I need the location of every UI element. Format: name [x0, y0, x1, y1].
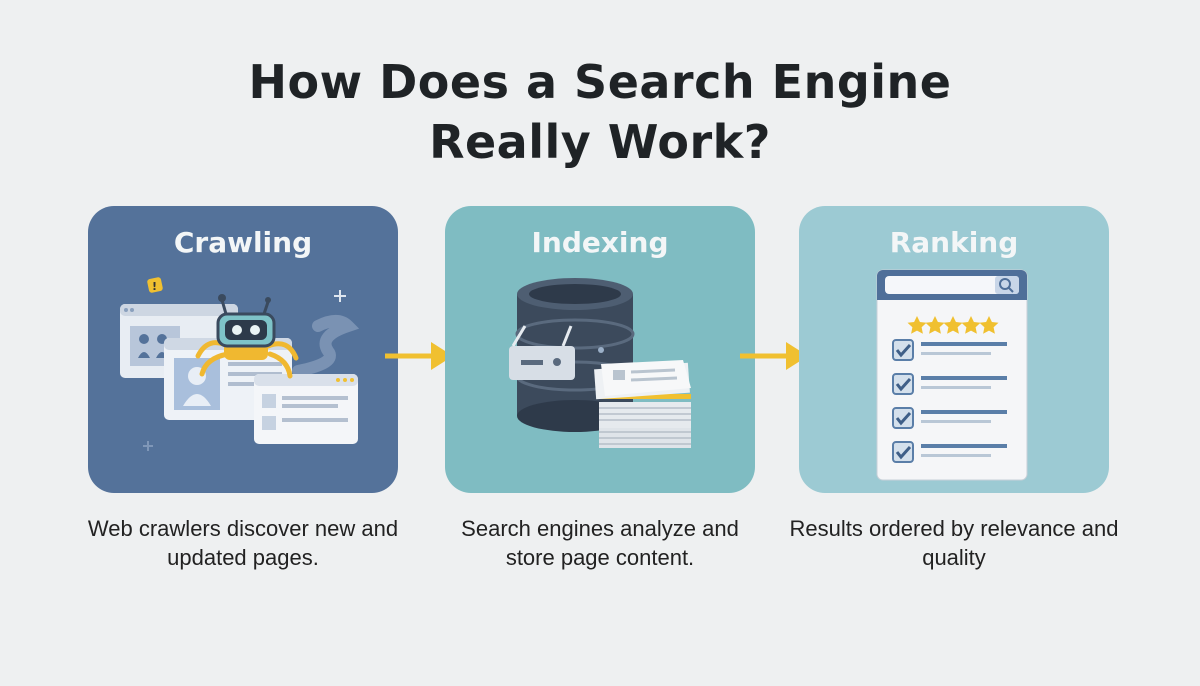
title-line-1: How Does a Search Engine: [248, 55, 952, 109]
ranking-card: Ranking: [799, 206, 1109, 493]
crawling-card: !: [88, 206, 398, 493]
database-icon: [509, 278, 691, 448]
page-title: How Does a Search Engine Really Work?: [0, 52, 1200, 172]
crawling-description: Web crawlers discover new and updated pa…: [87, 516, 399, 570]
ranking-description: Results ordered by relevance and quality: [789, 516, 1119, 570]
ranking-label: Ranking: [889, 226, 1019, 259]
checklist-icon: [892, 339, 1007, 463]
indexing-card: Indexing: [445, 206, 755, 493]
robot-crawler-icon: !: [120, 277, 360, 451]
arrow-right-icon: [740, 342, 808, 370]
rating-stars-icon: [907, 316, 999, 334]
indexing-description: Search engines analyze and store page co…: [461, 516, 739, 570]
crawling-label: Crawling: [173, 226, 313, 259]
title-line-2: Really Work?: [429, 115, 771, 169]
indexing-label: Indexing: [531, 226, 669, 259]
svg-text:!: !: [152, 280, 157, 293]
arrow-right-icon: [385, 342, 453, 370]
